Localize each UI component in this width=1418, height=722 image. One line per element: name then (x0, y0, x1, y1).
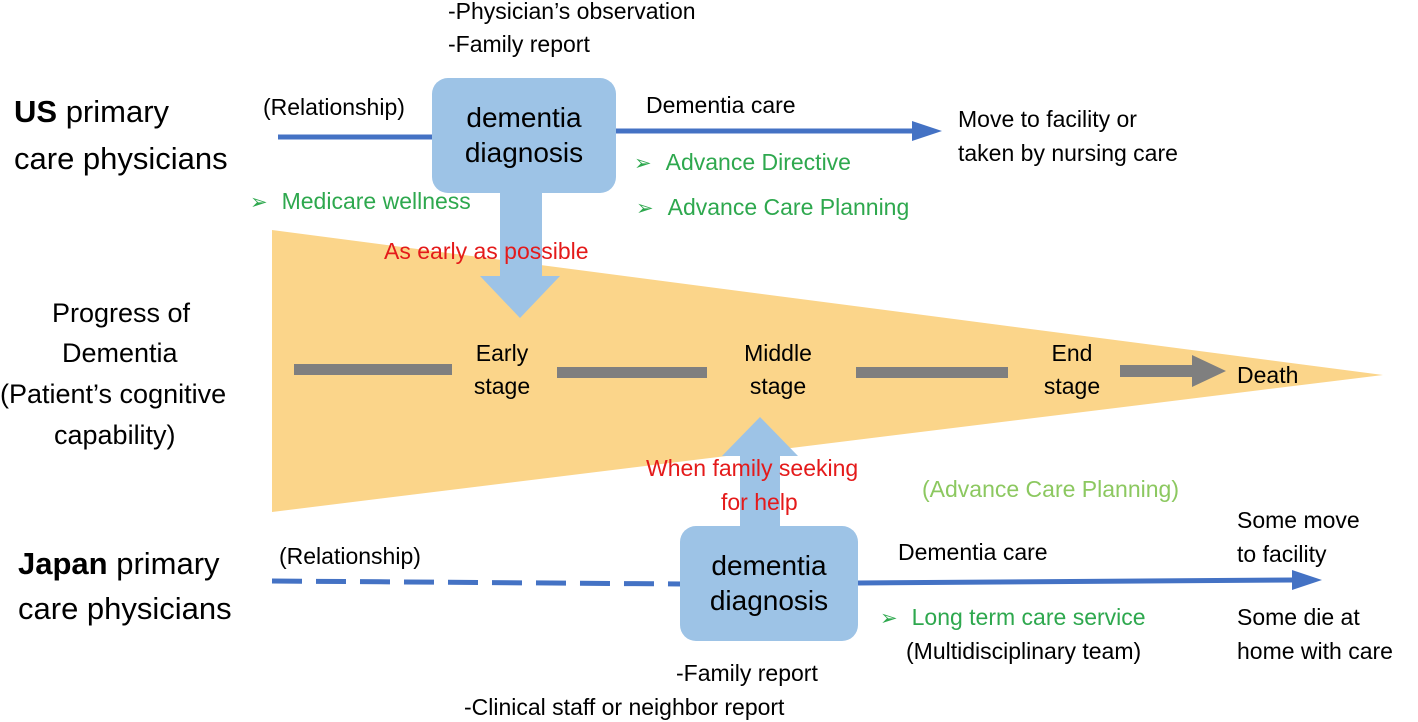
us-bullet-medicare: ➢ Medicare wellness (250, 188, 471, 214)
us-diagnosis-line1: dementia (466, 102, 582, 134)
stage-line-2 (557, 367, 707, 378)
arrowhead-bullet-icon: ➢ (634, 152, 652, 175)
japan-bullet-ltc-text: Long term care service (911, 604, 1146, 630)
stage-line-3 (856, 367, 1008, 378)
death-label: Death (1237, 362, 1299, 388)
progress-label-line3: (Patient’s cognitive (0, 379, 227, 409)
us-relationship-label: (Relationship) (263, 94, 405, 120)
japan-care-label: Dementia care (898, 539, 1048, 565)
stage-line-4 (1120, 365, 1196, 377)
japan-relationship-dashed-line (271, 578, 683, 587)
us-bullet-medicare-text: Medicare wellness (281, 188, 471, 214)
japan-outcome-a-line1: Some move (1237, 507, 1360, 533)
us-down-arrow (480, 190, 560, 318)
stage-end-line1: End (1051, 340, 1093, 366)
us-diagnosis-line2: diagnosis (464, 136, 584, 168)
japan-diagnosis-line2: diagnosis (709, 584, 829, 616)
us-care-arrowhead (912, 121, 942, 141)
progress-label-line4: capability) (54, 420, 176, 450)
japan-relationship-label: (Relationship) (279, 543, 421, 569)
stage-middle-line2: stage (749, 373, 807, 399)
us-bullet-directive-text: Advance Directive (665, 149, 851, 175)
japan-outcome-b-line1: Some die at (1237, 604, 1360, 630)
arrowhead-bullet-icon: ➢ (250, 191, 268, 214)
us-outcome-line2: taken by nursing care (958, 140, 1178, 166)
us-row-label-line2: care physicians (14, 141, 228, 176)
us-bullet-acp: ➢ Advance Care Planning (636, 194, 910, 220)
us-timing-label: As early as possible (384, 238, 589, 264)
progress-wedge (272, 230, 1383, 512)
japan-label-rest: primary (107, 546, 220, 581)
stage-middle-line1: Middle (744, 340, 812, 366)
death-arrowhead (1192, 355, 1226, 387)
japan-care-line (857, 577, 1295, 586)
stage-middle: Middle stage (728, 342, 828, 398)
japan-care-arrowhead (1292, 570, 1322, 590)
japan-multidisciplinary: (Multidisciplinary team) (906, 638, 1142, 664)
japan-source-clinical: -Clinical staff or neighbor report (464, 694, 785, 720)
japan-row-label-line2: care physicians (18, 591, 232, 626)
japan-timing-line2: for help (721, 489, 798, 515)
japan-row-label: Japan primary (18, 548, 220, 579)
us-label-rest: primary (57, 94, 170, 129)
us-care-label: Dementia care (646, 92, 796, 118)
japan-outcome-b-line2: home with care (1237, 638, 1393, 664)
stage-line-1 (294, 364, 452, 375)
japan-label-bold: Japan (18, 546, 108, 581)
japan-diagnosis-line1: dementia (711, 550, 827, 582)
arrowhead-bullet-icon: ➢ (636, 197, 654, 220)
us-label-bold: US (14, 94, 58, 129)
japan-up-arrow (722, 417, 798, 528)
stage-early-line1: Early (475, 340, 529, 366)
stage-early: Early stage (462, 342, 542, 398)
japan-bullet-ltc: ➢ Long term care service (880, 604, 1146, 630)
us-source-observation: -Physician’s observation (448, 0, 696, 24)
us-outcome-line1: Move to facility or (958, 106, 1137, 132)
stage-early-line2: stage (473, 373, 531, 399)
us-bullet-acp-text: Advance Care Planning (667, 194, 910, 220)
us-source-family: -Family report (448, 31, 590, 57)
progress-label-line1: Progress of (52, 298, 191, 328)
acp-note: (Advance Care Planning) (922, 476, 1179, 502)
arrowhead-bullet-icon: ➢ (880, 607, 898, 630)
stage-end: End stage (1032, 342, 1112, 398)
japan-source-family: -Family report (676, 660, 818, 686)
us-bullet-directive: ➢ Advance Directive (634, 149, 851, 175)
stage-end-line2: stage (1043, 373, 1101, 399)
japan-outcome-a-line2: to facility (1237, 541, 1327, 567)
japan-timing-line1: When family seeking (646, 455, 859, 481)
progress-label-line2: Dementia (62, 338, 178, 368)
us-row-label: US primary (14, 96, 169, 127)
